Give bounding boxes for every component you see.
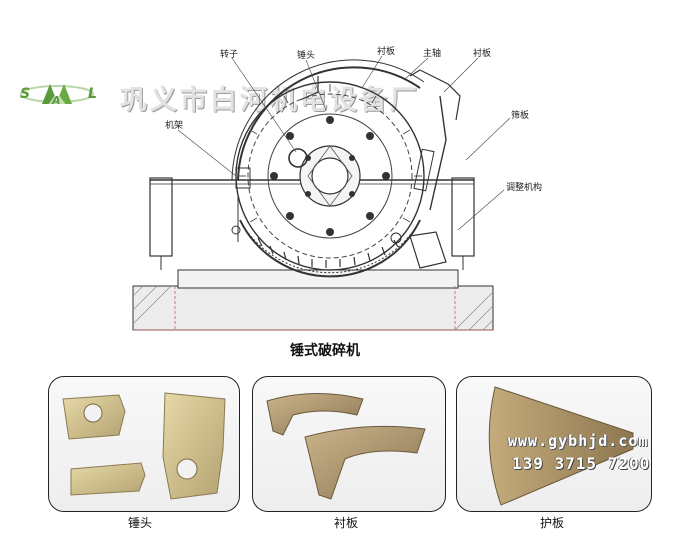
liner-photo (266, 393, 426, 500)
liner-caption: 衬板 (334, 516, 359, 530)
company-logo: S A L (14, 74, 100, 114)
callout-main-shaft: 主轴 (423, 49, 442, 59)
hammer-crusher-diagram (132, 55, 511, 331)
website-text: www.gybhjd.com (508, 432, 649, 450)
callout-rotor: 转子 (220, 50, 239, 60)
callout-frame: 机架 (165, 121, 184, 131)
callout-liner-right: 衬板 (473, 49, 492, 59)
logo-letter-s: S (20, 86, 31, 102)
phone-number: 139 3715 7200 (512, 454, 651, 473)
hammer-head-photo (62, 392, 226, 500)
callout-adjust-mechanism: 调整机构 (506, 183, 543, 193)
logo-letter-a: A (52, 94, 61, 107)
hammer-head-panel (48, 376, 240, 512)
callout-liner-top: 衬板 (377, 47, 396, 57)
diagram-title: 锤式破碎机 (290, 343, 360, 359)
logo-letter-l: L (88, 86, 97, 102)
hammer-head-caption: 锤头 (128, 516, 153, 530)
callout-hammer: 锤头 (297, 51, 316, 61)
callout-screen-plate: 筛板 (511, 111, 530, 121)
liner-panel (252, 376, 446, 512)
guard-plate-caption: 护板 (540, 516, 565, 530)
guard-plate-panel (456, 376, 652, 512)
guard-plate-photo (488, 386, 634, 506)
